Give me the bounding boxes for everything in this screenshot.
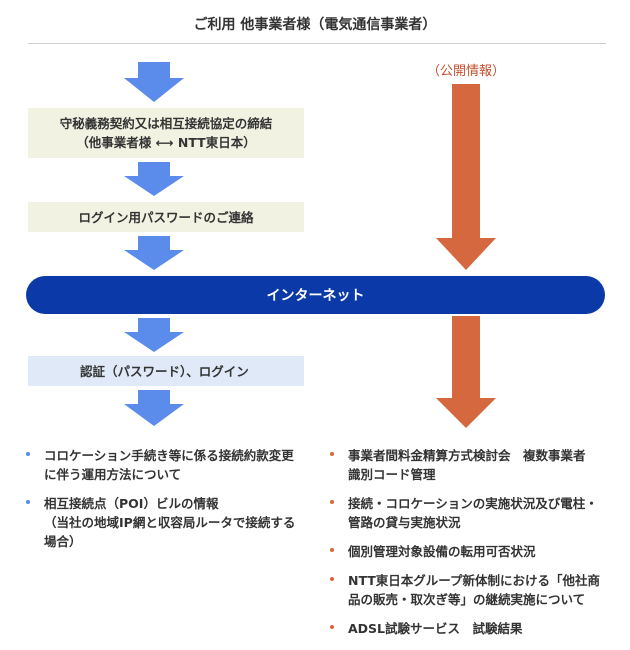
internet-bar: インターネット — [26, 276, 605, 314]
arrow-down-icon — [124, 318, 184, 352]
page-title: ご利用 他事業者様（電気通信事業者） — [193, 17, 437, 33]
list-item[interactable]: 相互接続点（POI）ビルの情報 （当社の地域IP網と収容局ルータで接続する 場合… — [26, 494, 316, 551]
arrow-down-icon — [436, 84, 496, 270]
bullet-icon — [26, 452, 30, 456]
bullet-icon — [330, 500, 334, 504]
list-item[interactable]: コロケーション手続き等に係る接続約款変更 に伴う運用方法について — [26, 446, 316, 484]
list-item[interactable]: 個別管理対象設備の転用可否状況 — [330, 542, 614, 561]
bullet-icon — [330, 548, 334, 552]
step-label: 認証（パスワード）、ログイン — [80, 364, 249, 379]
arrow-down-icon — [124, 62, 184, 102]
bullet-icon — [330, 452, 334, 456]
right-public-info-list: 事業者間料金精算方式検討会 複数事業者 識別コード管理 接続・コロケーションの実… — [330, 446, 614, 648]
title-divider — [28, 43, 606, 44]
arrow-down-icon — [436, 316, 496, 428]
step-authentication-login: 認証（パスワード）、ログイン — [28, 356, 304, 386]
list-item[interactable]: NTT東日本グループ新体制における「他社商 品の販売・取次ぎ等」の継続実施につい… — [330, 571, 614, 609]
arrow-down-icon — [124, 236, 184, 270]
step-confidentiality-agreement: 守秘義務契約又は相互接続協定の締結 （他事業者様 ⟷ NTT東日本） — [28, 108, 304, 158]
bullet-icon — [330, 577, 334, 581]
bullet-icon — [26, 500, 30, 504]
step-password-contact: ログイン用パスワードのご連絡 — [28, 202, 304, 232]
public-info-label: （公開情報） — [426, 64, 505, 79]
bullet-icon — [330, 625, 334, 629]
step-label: ログイン用パスワードのご連絡 — [78, 209, 254, 225]
step-label: （他事業者様 ⟷ NTT東日本） — [76, 135, 256, 150]
arrow-down-icon — [124, 162, 184, 196]
arrow-down-icon — [124, 390, 184, 426]
list-item[interactable]: 接続・コロケーションの実施状況及び電柱・ 管路の貸与実施状況 — [330, 494, 614, 532]
list-item[interactable]: 事業者間料金精算方式検討会 複数事業者 識別コード管理 — [330, 446, 614, 484]
step-label: 守秘義務契約又は相互接続協定の締結 — [59, 116, 273, 131]
list-item[interactable]: ADSL試験サービス 試験結果 — [330, 619, 614, 638]
left-info-list: コロケーション手続き等に係る接続約款変更 に伴う運用方法について 相互接続点（P… — [26, 446, 316, 561]
